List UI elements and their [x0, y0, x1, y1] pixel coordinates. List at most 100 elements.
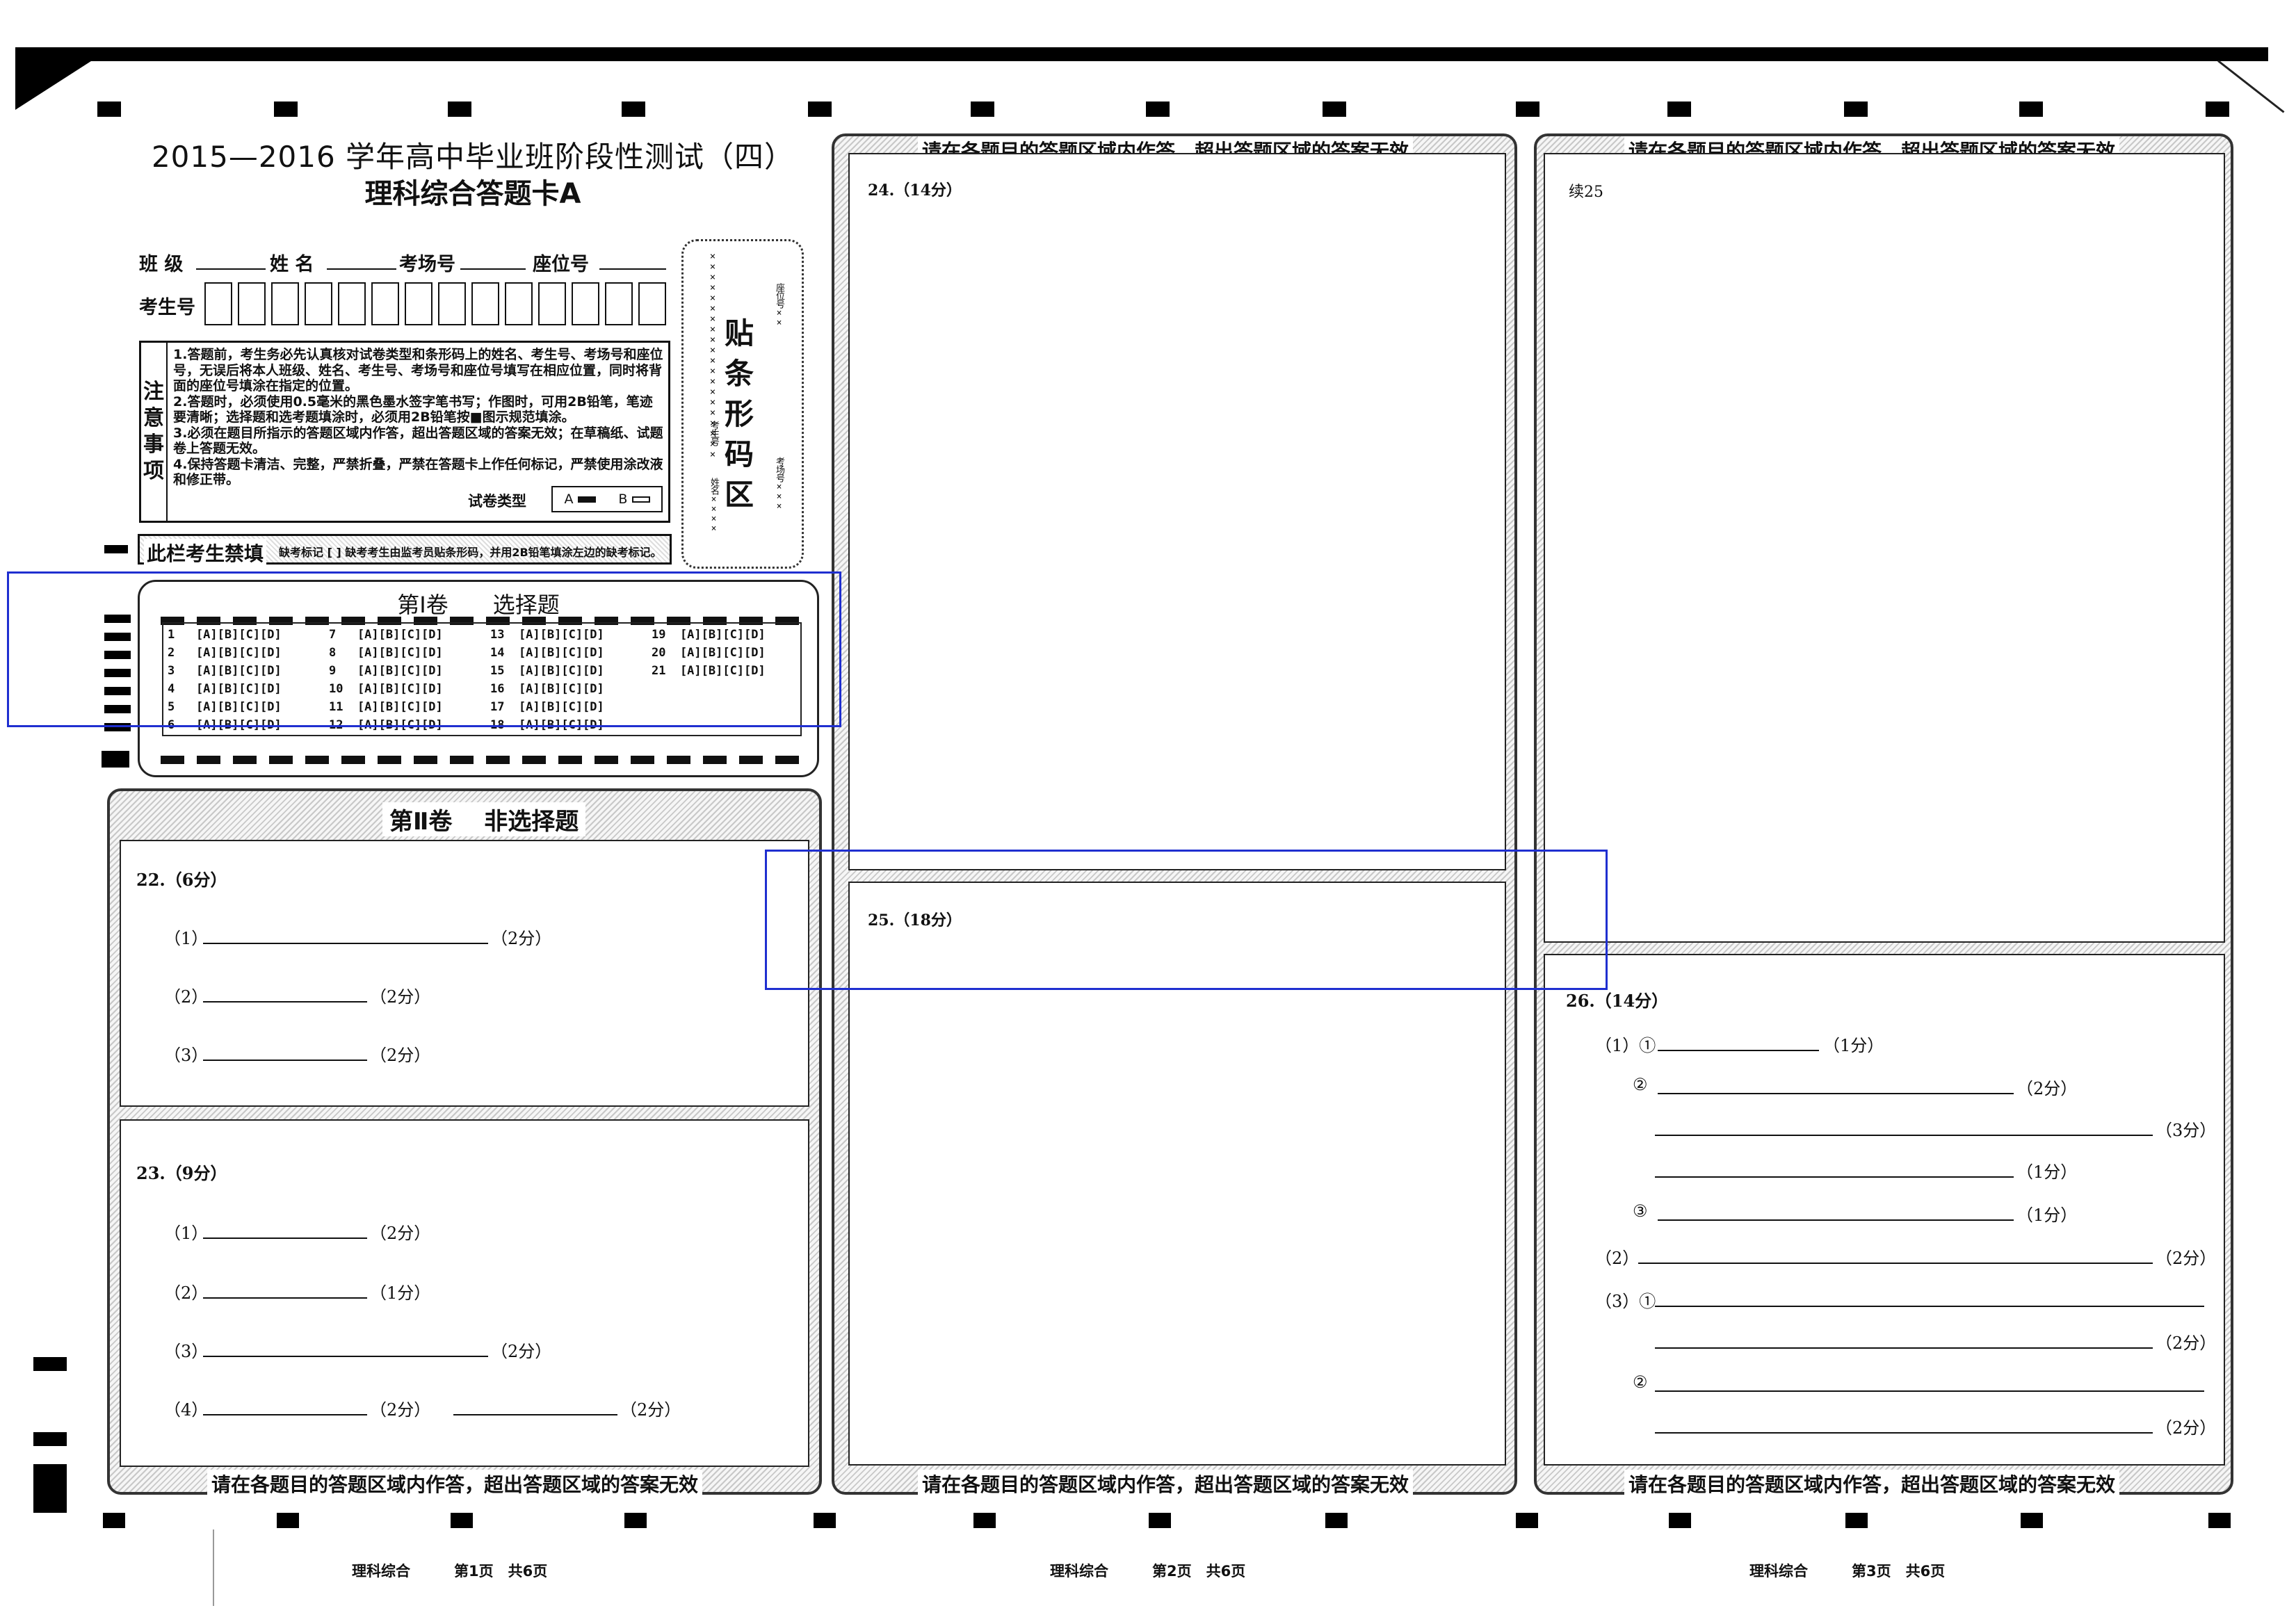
student-id-digit-box[interactable]	[438, 282, 466, 325]
choice-question-21[interactable]: 21 [A][B][C][D]	[652, 664, 766, 678]
q23-part-score: （2分）	[620, 1400, 681, 1420]
seat-field[interactable]	[599, 268, 666, 270]
choice-question-12[interactable]: 12 [A][B][C][D]	[329, 718, 443, 732]
answer-line[interactable]	[1655, 1432, 2153, 1434]
choice-question-8[interactable]: 8 [A][B][C][D]	[329, 646, 443, 660]
q26-area[interactable]	[1544, 954, 2225, 1466]
answer-line[interactable]	[1655, 1347, 2153, 1349]
barcode-zone[interactable]: ×××××××××××××××××××× 考生号 姓名×××× 贴 条 形 码 …	[681, 239, 804, 569]
answer-line[interactable]	[203, 1297, 367, 1299]
barcode-room-label: 考场号×××	[774, 457, 784, 511]
student-id-digit-box[interactable]	[605, 282, 633, 325]
notice-side-char: 注	[143, 380, 164, 404]
timing-mark	[1325, 1513, 1348, 1528]
timing-mark	[1149, 1513, 1171, 1528]
choice-question-10[interactable]: 10 [A][B][C][D]	[329, 682, 443, 696]
page1-warning: 请在各题目的答题区域内作答，超出答题区域的答案无效	[207, 1470, 703, 1498]
student-id-digit-box[interactable]	[271, 282, 299, 325]
answer-line[interactable]	[1655, 1135, 2153, 1136]
answer-line[interactable]	[453, 1414, 617, 1415]
student-id-digit-box[interactable]	[204, 282, 232, 325]
answer-line[interactable]	[1655, 1176, 2014, 1178]
timing-mark	[103, 1513, 125, 1528]
answer-line[interactable]	[203, 1001, 367, 1003]
barcode-x-column: ××××××××××××××××××××	[707, 251, 718, 460]
choice-row-mark	[104, 687, 131, 695]
student-id-digit-box[interactable]	[305, 282, 332, 325]
choice-question-7[interactable]: 7 [A][B][C][D]	[329, 628, 443, 642]
q23-area[interactable]	[120, 1119, 809, 1467]
choice-question-5[interactable]: 5 [A][B][C][D]	[168, 700, 282, 714]
side-timing-mark	[104, 545, 128, 553]
q26-score: （3分）	[2156, 1121, 2217, 1140]
q25-continued-area[interactable]	[1544, 153, 2225, 943]
name-field[interactable]	[327, 268, 396, 270]
student-id-digit-box[interactable]	[238, 282, 266, 325]
answer-line[interactable]	[1658, 1219, 2014, 1221]
choice-question-9[interactable]: 9 [A][B][C][D]	[329, 664, 443, 678]
q23-part-score: （2分）	[370, 1224, 431, 1243]
choice-question-13[interactable]: 13 [A][B][C][D]	[490, 628, 604, 642]
choice-question-16[interactable]: 16 [A][B][C][D]	[490, 682, 604, 696]
student-id-digit-box[interactable]	[338, 282, 366, 325]
q25-continued-label: 续25	[1569, 184, 1603, 201]
answer-line[interactable]	[203, 943, 488, 944]
choice-question-3[interactable]: 3 [A][B][C][D]	[168, 664, 282, 678]
room-field[interactable]	[460, 268, 526, 270]
choice-question-11[interactable]: 11 [A][B][C][D]	[329, 700, 443, 714]
q24-area[interactable]	[848, 153, 1506, 870]
class-field[interactable]	[196, 268, 266, 270]
answer-line[interactable]	[1658, 1093, 2014, 1094]
paper-type-b[interactable]: B	[618, 492, 650, 507]
answer-line[interactable]	[203, 1356, 488, 1357]
timing-mark	[2021, 1513, 2043, 1528]
page1-footer: 理科综合 第1页 共6页	[352, 1563, 548, 1580]
student-id-digit-box[interactable]	[405, 282, 432, 325]
q26-part-no: （3）①	[1595, 1292, 1656, 1311]
notice-item: 3.必须在题目所指示的答题区域内作答，超出答题区域的答案无效；在草稿纸、试题卷上…	[173, 425, 663, 457]
examiner-only-label: 此栏考生禁填	[144, 539, 267, 567]
section2-title: 第Ⅱ卷 非选择题	[382, 802, 586, 836]
student-id-digit-box[interactable]	[572, 282, 599, 325]
answer-line[interactable]	[203, 1060, 367, 1061]
choice-answer-grid: 1 [A][B][C][D] 2 [A][B][C][D] 3 [A][B][C][…	[162, 622, 802, 736]
timing-mark	[2208, 1513, 2231, 1528]
choice-row-mark	[104, 633, 131, 641]
timing-mark	[2019, 102, 2043, 117]
choice-question-17[interactable]: 17 [A][B][C][D]	[490, 700, 604, 714]
answer-line[interactable]	[1638, 1263, 2153, 1264]
choice-question-4[interactable]: 4 [A][B][C][D]	[168, 682, 282, 696]
paper-type-a[interactable]: A	[564, 492, 596, 507]
student-id-digit-box[interactable]	[371, 282, 399, 325]
barcode-name-label: 姓名××××	[709, 478, 719, 533]
choice-question-18[interactable]: 18 [A][B][C][D]	[490, 718, 604, 732]
q24-label: 24.（14分）	[868, 181, 962, 200]
paper-type-b-label: B	[618, 492, 628, 507]
q22-part-no: （2）	[164, 987, 209, 1007]
choice-question-15[interactable]: 15 [A][B][C][D]	[490, 664, 604, 678]
student-id-digit-box[interactable]	[505, 282, 533, 325]
student-id-digit-box[interactable]	[538, 282, 566, 325]
q26-label: 26.（14分）	[1566, 991, 1669, 1011]
q22-area[interactable]	[120, 840, 809, 1107]
choice-question-6[interactable]: 6 [A][B][C][D]	[168, 718, 282, 732]
choice-question-1[interactable]: 1 [A][B][C][D]	[168, 628, 282, 642]
answer-line[interactable]	[203, 1237, 367, 1239]
choice-question-20[interactable]: 20 [A][B][C][D]	[652, 646, 766, 660]
student-id-label: 考生号	[139, 297, 195, 318]
q25-area[interactable]	[848, 882, 1506, 1466]
answer-line[interactable]	[1658, 1050, 1819, 1051]
choice-question-2[interactable]: 2 [A][B][C][D]	[168, 646, 282, 660]
answer-line[interactable]	[1655, 1306, 2204, 1307]
answer-line[interactable]	[203, 1414, 367, 1415]
answer-line[interactable]	[1655, 1390, 2204, 1392]
student-id-digit-box[interactable]	[638, 282, 666, 325]
choice-question-14[interactable]: 14 [A][B][C][D]	[490, 646, 604, 660]
seat-label: 座位号	[533, 254, 589, 275]
paper-type-box[interactable]: A B	[551, 486, 663, 512]
page2-footer: 理科综合 第2页 共6页	[1050, 1563, 1246, 1580]
student-id-digit-box[interactable]	[471, 282, 499, 325]
choice-question-19[interactable]: 19 [A][B][C][D]	[652, 628, 766, 642]
timing-mark	[277, 1513, 299, 1528]
class-label: 班 级	[139, 254, 184, 275]
